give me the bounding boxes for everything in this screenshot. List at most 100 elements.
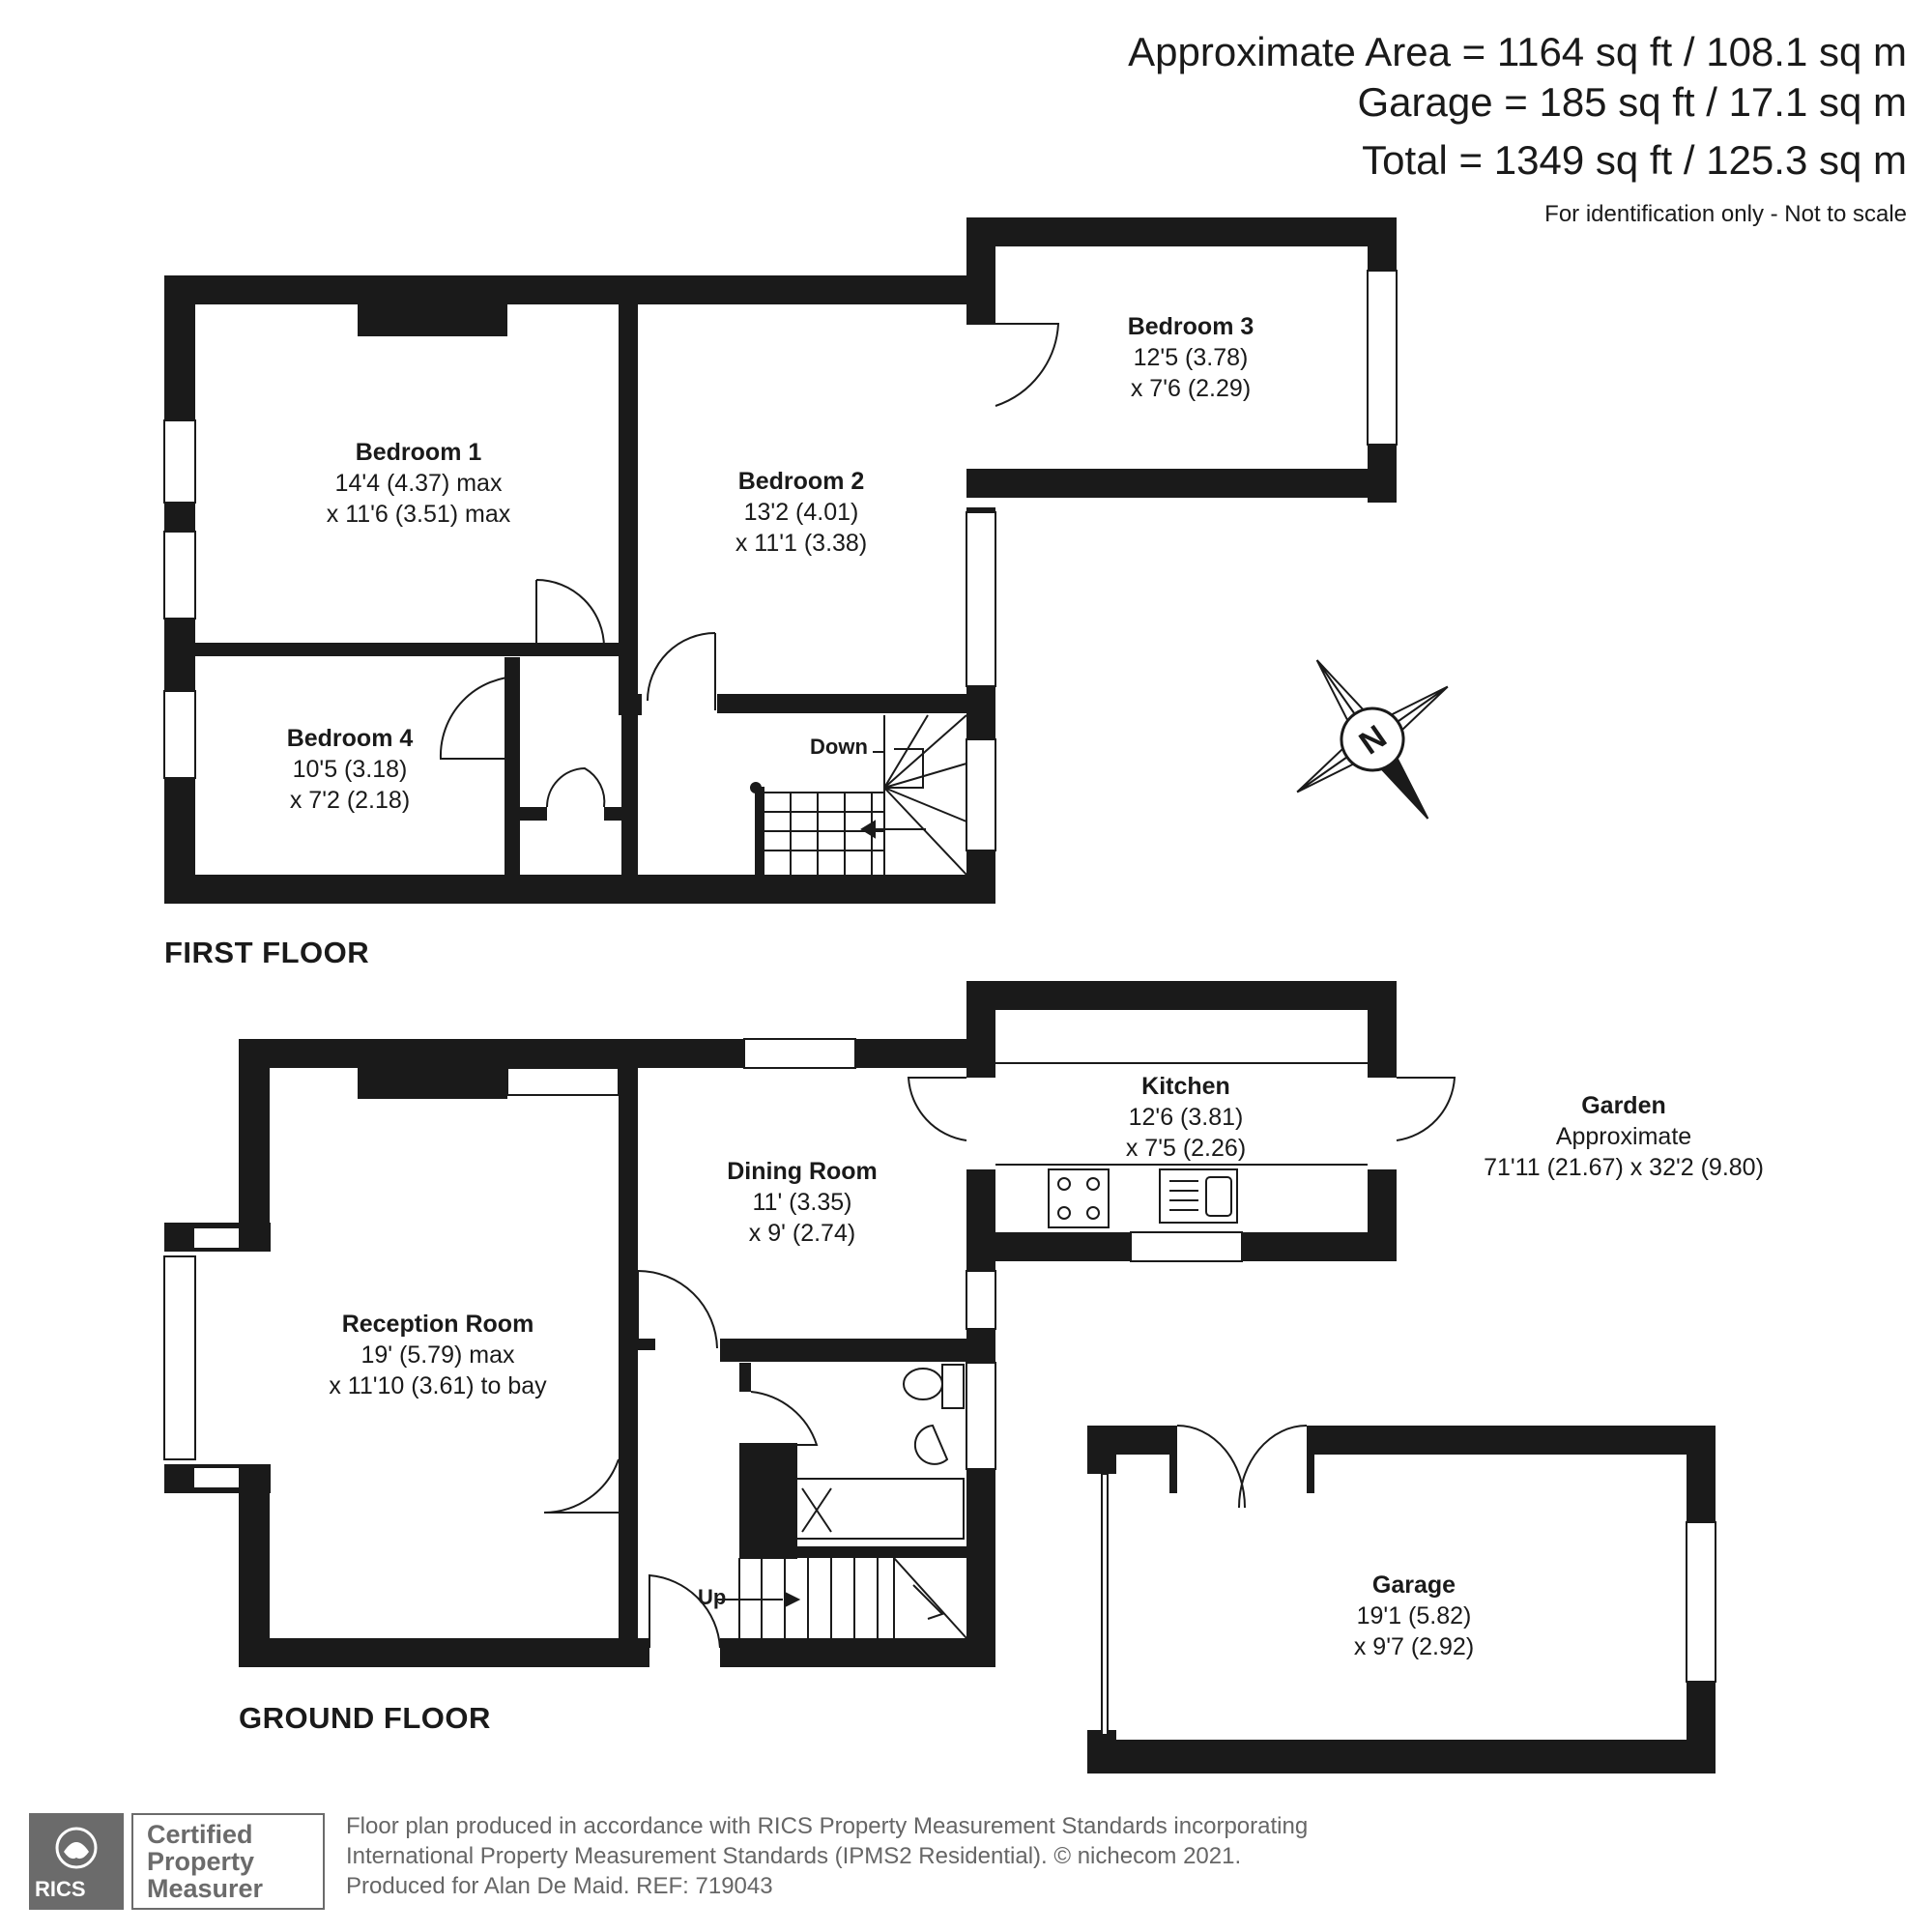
window-landing [966, 738, 996, 851]
door-kitchen-right [1396, 1077, 1456, 1141]
window-bed4 [163, 690, 196, 779]
wall-left-bed3 [966, 217, 995, 324]
room-name: Reception Room [341, 1311, 534, 1338]
room-dimension: 13'2 (4.01) [743, 499, 859, 526]
room-dimension: 71'11 (21.67) x 32'2 (9.80) [1484, 1154, 1764, 1181]
window-dining [743, 1038, 856, 1069]
room-name: Bedroom 3 [1127, 313, 1254, 340]
rics-lion-icon [55, 1827, 98, 1869]
window-bed1-a [163, 419, 196, 504]
room-name: Garage [1371, 1572, 1456, 1599]
first-floor-windows [163, 270, 1398, 851]
partition-bed1-bed4 [193, 643, 628, 656]
partition-bed4-landing [505, 657, 520, 879]
wall-left-kitchen-mid [966, 1169, 995, 1281]
door-bed4 [439, 676, 521, 760]
garage-top-right [1310, 1426, 1716, 1455]
wall-top-reception [239, 1039, 973, 1068]
room-dimension: x 7'5 (2.26) [1125, 1135, 1247, 1162]
window-dining-side [966, 1270, 996, 1330]
garage-side-door [1101, 1473, 1109, 1736]
bath-door-jamb [739, 1363, 751, 1392]
room-name: Kitchen [1141, 1073, 1230, 1100]
room-dimension: 19' (5.79) max [360, 1341, 515, 1369]
door-bath [750, 1391, 819, 1446]
bath [784, 1478, 965, 1540]
window-bed2 [966, 511, 996, 687]
room-name: Bedroom 1 [355, 439, 482, 466]
first-floor-stairs [750, 714, 967, 878]
door-bed2 [647, 632, 716, 710]
wall-bottom-main [164, 875, 995, 904]
room-dimension: x 7'6 (2.29) [1130, 375, 1252, 402]
sink [1159, 1168, 1238, 1224]
stairs-down-label: Down [810, 735, 868, 759]
chimney-breast-bed1 [358, 290, 507, 336]
room-dimension: 12'6 (3.81) [1128, 1104, 1244, 1131]
wall-right-kitchen-top [1368, 981, 1397, 1078]
room-dimension: 11' (3.35) [752, 1189, 852, 1216]
room-dimension: x 11'10 (3.61) to bay [329, 1372, 547, 1399]
window-bay-side-bottom [192, 1466, 241, 1489]
room-name: Garden [1581, 1092, 1666, 1119]
total-area-text: Total = 1349 sq ft / 125.3 sq m [1362, 137, 1907, 183]
wall-bottom-reception [239, 1638, 649, 1667]
garage-door-post-right [1307, 1426, 1314, 1493]
room-bedroom-3: Bedroom 3 12'5 (3.78) x 7'6 (2.29) [1128, 311, 1254, 404]
room-name: Dining Room [727, 1158, 878, 1185]
garage-area-text: Garage = 185 sq ft / 17.1 sq m [1357, 79, 1908, 125]
door-reception [543, 1458, 620, 1514]
room-dimension: Approximate [1555, 1123, 1692, 1150]
door-cupboard [546, 766, 606, 808]
ground-floor-fixtures [715, 1168, 1238, 1639]
footer-notes: Floor plan produced in accordance with R… [346, 1811, 1308, 1901]
partition-reception-hall [619, 1435, 638, 1638]
wall-top-kitchen [966, 981, 1397, 1010]
first-floor-label: FIRST FLOOR [164, 936, 370, 969]
wall-left-kitchen-top [966, 1010, 995, 1078]
room-name: Bedroom 4 [286, 725, 414, 752]
partition-bath-stairs [739, 1546, 971, 1558]
room-dimension: x 7'2 (2.18) [289, 787, 411, 814]
wall-right-bath [966, 1469, 995, 1667]
room-dimension: x 9' (2.74) [748, 1220, 856, 1247]
rics-logo [29, 1813, 124, 1910]
room-garage: Garage 19'1 (5.82) x 9'7 (2.92) [1354, 1570, 1474, 1662]
cupboard-left [518, 807, 547, 821]
partition-reception-dining [619, 1068, 638, 1435]
bath-wall-block [739, 1443, 797, 1559]
room-bedroom-1: Bedroom 1 14'4 (4.37) max x 11'6 (3.51) … [327, 437, 511, 530]
wall-bottom-bed3 [966, 469, 1397, 498]
basin [913, 1424, 949, 1465]
room-reception: Reception Room 19' (5.79) max x 11'10 (3… [329, 1309, 546, 1401]
hob [1048, 1168, 1110, 1228]
toilet [903, 1368, 943, 1400]
window-bay-side-top [192, 1226, 241, 1250]
chimney-breast-reception [358, 1068, 507, 1099]
room-name: Bedroom 2 [737, 468, 865, 495]
garage-double-doors [1176, 1425, 1308, 1509]
door-front [649, 1573, 721, 1649]
rics-logo-word: RICS [35, 1877, 86, 1901]
window-bath [966, 1362, 996, 1470]
certified-badge-text: Certified Property Measurer [147, 1821, 263, 1902]
partition-bed2-bottom [717, 694, 970, 713]
wall-left-reception-upper [239, 1039, 270, 1252]
partition-cupboard [621, 657, 638, 875]
room-bedroom-4: Bedroom 4 10'5 (3.18) x 7'2 (2.18) [287, 723, 414, 816]
garden-label: Garden Approximate 71'11 (21.67) x 32'2 … [1484, 1090, 1764, 1183]
footer-line: Produced for Alan De Maid. REF: 719043 [346, 1873, 773, 1899]
footer-line: Floor plan produced in accordance with R… [346, 1813, 1309, 1839]
garage-door-post-left [1169, 1426, 1177, 1493]
room-dimension: x 9'7 (2.92) [1353, 1633, 1475, 1660]
partition-dining-nub [634, 1339, 655, 1350]
room-kitchen: Kitchen 12'6 (3.81) x 7'5 (2.26) [1126, 1071, 1246, 1164]
room-dimension: x 11'1 (3.38) [735, 530, 868, 557]
badge-line: Certified [147, 1820, 253, 1849]
room-dining: Dining Room 11' (3.35) x 9' (2.74) [727, 1156, 878, 1249]
ground-floor-doors [543, 1062, 1456, 1649]
scale-note: For identification only - Not to scale [1544, 201, 1907, 227]
badge-line: Measurer [147, 1874, 264, 1903]
wall-top-main [164, 275, 966, 304]
